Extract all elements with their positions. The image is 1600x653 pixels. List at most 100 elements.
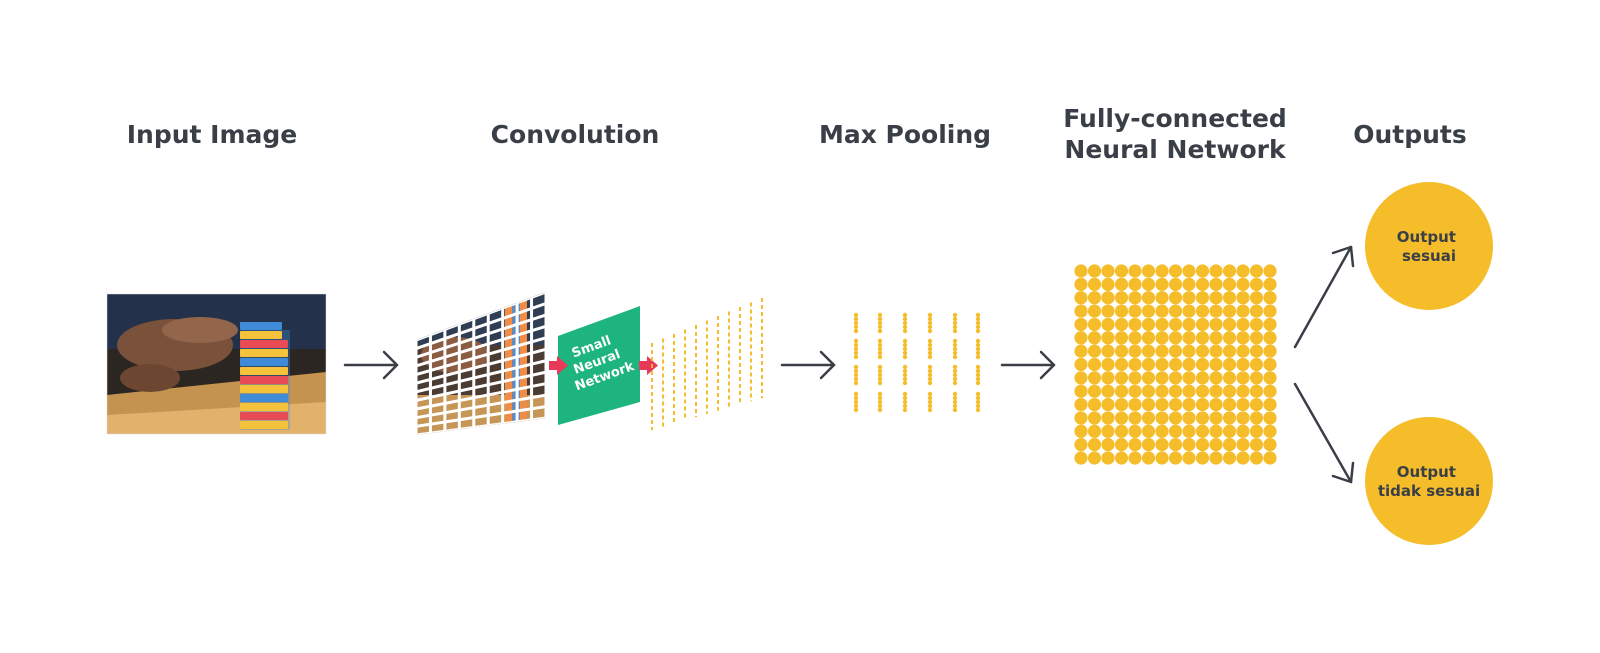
neuron [1263, 371, 1277, 385]
neuron [1236, 397, 1250, 412]
pooled-unit [853, 380, 859, 386]
pooled-unit [902, 364, 908, 370]
pooled-unit [853, 403, 859, 409]
neuron [1114, 331, 1129, 345]
pooled-unit [952, 372, 958, 378]
neuron [1128, 397, 1142, 412]
title-fully-connected-line-1: Fully-connected [1063, 104, 1287, 133]
neuron [1128, 264, 1142, 278]
pooled-unit [975, 372, 981, 378]
pooled-unit [877, 368, 883, 374]
pooled-unit [952, 391, 958, 397]
pooled-unit [902, 407, 908, 413]
arrow-right-icon [343, 350, 399, 380]
pooled-unit [952, 338, 958, 344]
pooled-unit [902, 376, 908, 382]
neuron [1195, 438, 1210, 452]
pooled-unit [952, 364, 958, 370]
pooled-unit [853, 376, 859, 382]
pooled-unit [927, 399, 933, 405]
pooled-unit [853, 368, 859, 374]
pooled-unit [902, 395, 908, 401]
neuron [1128, 317, 1142, 332]
neuron [1114, 411, 1129, 425]
pooled-unit [877, 376, 883, 382]
pooled-unit [877, 407, 883, 413]
neuron [1155, 424, 1169, 438]
pooled-unit [902, 380, 908, 386]
neuron [1141, 291, 1156, 305]
pooled-unit [927, 350, 933, 356]
neuron [1074, 304, 1088, 318]
neuron [1155, 331, 1169, 345]
neuron [1074, 438, 1088, 452]
neuron [1141, 317, 1156, 332]
neuron [1263, 331, 1277, 345]
pooled-unit [902, 403, 908, 409]
neuron [1236, 331, 1250, 345]
title-fully-connected-line-2: Neural Network [1064, 135, 1286, 164]
neuron [1263, 277, 1277, 291]
pooled-unit [853, 342, 859, 348]
pooled-unit [952, 376, 958, 382]
pooled-unit [975, 316, 981, 322]
neuron [1222, 344, 1237, 358]
grid-line [416, 404, 546, 429]
jenga-block [240, 403, 288, 411]
pooled-unit [902, 391, 908, 397]
neuron [1195, 384, 1210, 398]
pooled-unit [975, 342, 981, 348]
neuron [1128, 357, 1142, 372]
neuron [1222, 264, 1237, 278]
pooled-unit [975, 403, 981, 409]
neuron [1074, 411, 1088, 425]
pooled-unit [975, 328, 981, 334]
neuron [1249, 438, 1264, 452]
neuron [1114, 304, 1129, 318]
output-sesuai-line-2: sesuai [1402, 247, 1456, 265]
title-convolution: Convolution [490, 120, 660, 149]
neuron [1155, 438, 1169, 452]
jenga-tower-photo [106, 293, 327, 435]
pooled-unit [902, 312, 908, 318]
neuron [1101, 291, 1115, 305]
neuron [1168, 424, 1183, 438]
neuron [1236, 438, 1250, 452]
grid-line [416, 334, 546, 378]
grid-line [416, 392, 546, 421]
neuron [1222, 304, 1237, 318]
pooled-unit [877, 316, 883, 322]
pooled-unit [952, 395, 958, 401]
neuron [1168, 344, 1183, 358]
pooled-unit [975, 338, 981, 344]
neuron [1087, 357, 1102, 372]
neuron [1114, 424, 1129, 438]
pooled-unit [853, 399, 859, 405]
pooled-unit [927, 316, 933, 322]
neuron [1074, 291, 1088, 305]
output-sesuai: Output sesuai [1365, 182, 1493, 310]
neuron [1168, 384, 1183, 398]
neuron [1209, 438, 1223, 452]
neuron [1182, 304, 1196, 318]
pooled-unit [853, 312, 859, 318]
pooled-unit [877, 338, 883, 344]
grid-line [416, 311, 546, 361]
neuron [1263, 291, 1277, 305]
neuron [1101, 424, 1115, 438]
neuron [1195, 317, 1210, 332]
pooled-unit [877, 395, 883, 401]
pooled-unit [927, 395, 933, 401]
pooled-unit [975, 407, 981, 413]
neuron [1101, 451, 1115, 465]
neuron [1155, 304, 1169, 318]
grid-line [416, 380, 546, 412]
neuron [1195, 357, 1210, 372]
neuron [1074, 451, 1088, 465]
neuron [1128, 371, 1142, 385]
pooled-unit [927, 342, 933, 348]
neuron [1168, 371, 1183, 385]
pooled-unit [975, 312, 981, 318]
neuron [1114, 277, 1129, 291]
neuron [1249, 304, 1264, 318]
